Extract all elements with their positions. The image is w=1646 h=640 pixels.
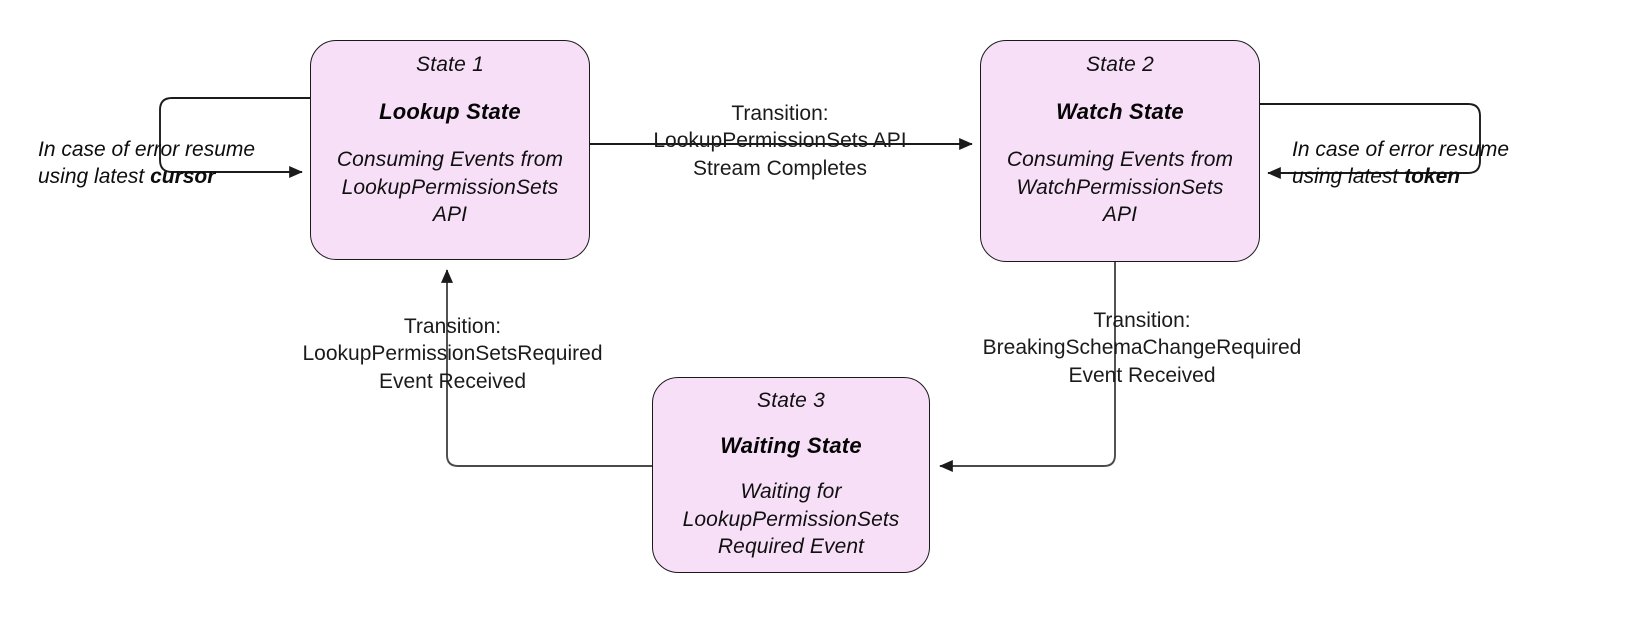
self-loop-line2-emphasis: cursor	[150, 165, 216, 189]
edge-watch-error-loop	[1260, 103, 1481, 180]
edge-watch-to-waiting	[939, 262, 1116, 473]
state-description: Consuming Events from LookupPermissionSe…	[336, 148, 564, 227]
self-loop-line2-emphasis: token	[1404, 165, 1461, 189]
state-name-label: Lookup State	[379, 99, 521, 125]
transition-label-lookup-to-watch: Transition: LookupPermissionSets API Str…	[653, 102, 907, 180]
edge-lookup-error-loop	[159, 97, 310, 179]
state-description: Consuming Events from WatchPermissionSet…	[1006, 148, 1234, 227]
self-loop-line2: using latest cursor	[38, 163, 288, 191]
state-description: Waiting for LookupPermissionSets Require…	[682, 480, 900, 559]
self-loop-line1: In case of error resume	[38, 137, 256, 161]
state-name-label: Waiting State	[720, 433, 862, 459]
self-loop-line2: using latest token	[1292, 163, 1554, 191]
transition-label-watch-to-waiting: Transition: BreakingSchemaChangeRequired…	[982, 309, 1302, 387]
state-box-watch[interactable]: State 2 Watch State Consuming Events fro…	[980, 40, 1260, 262]
state-box-lookup[interactable]: State 1 Lookup State Consuming Events fr…	[310, 40, 590, 260]
self-loop-line1: In case of error resume	[1292, 137, 1510, 161]
edge-waiting-to-lookup	[440, 269, 652, 467]
state-name-label: Watch State	[1056, 99, 1184, 125]
self-loop-label-watch-error: In case of error resume using latest tok…	[1292, 108, 1554, 219]
self-loop-line2-prefix: using latest	[38, 165, 151, 189]
state-index-label: State 2	[1086, 53, 1154, 76]
state-index-label: State 1	[416, 53, 484, 76]
self-loop-label-lookup-error: In case of error resume using latest cur…	[38, 108, 288, 219]
state-box-waiting[interactable]: State 3 Waiting State Waiting for Lookup…	[652, 377, 930, 573]
transition-label-waiting-to-lookup: Transition: LookupPermissionSetsRequired…	[302, 315, 603, 393]
state-index-label: State 3	[757, 389, 825, 412]
self-loop-line2-prefix: using latest	[1292, 165, 1405, 189]
